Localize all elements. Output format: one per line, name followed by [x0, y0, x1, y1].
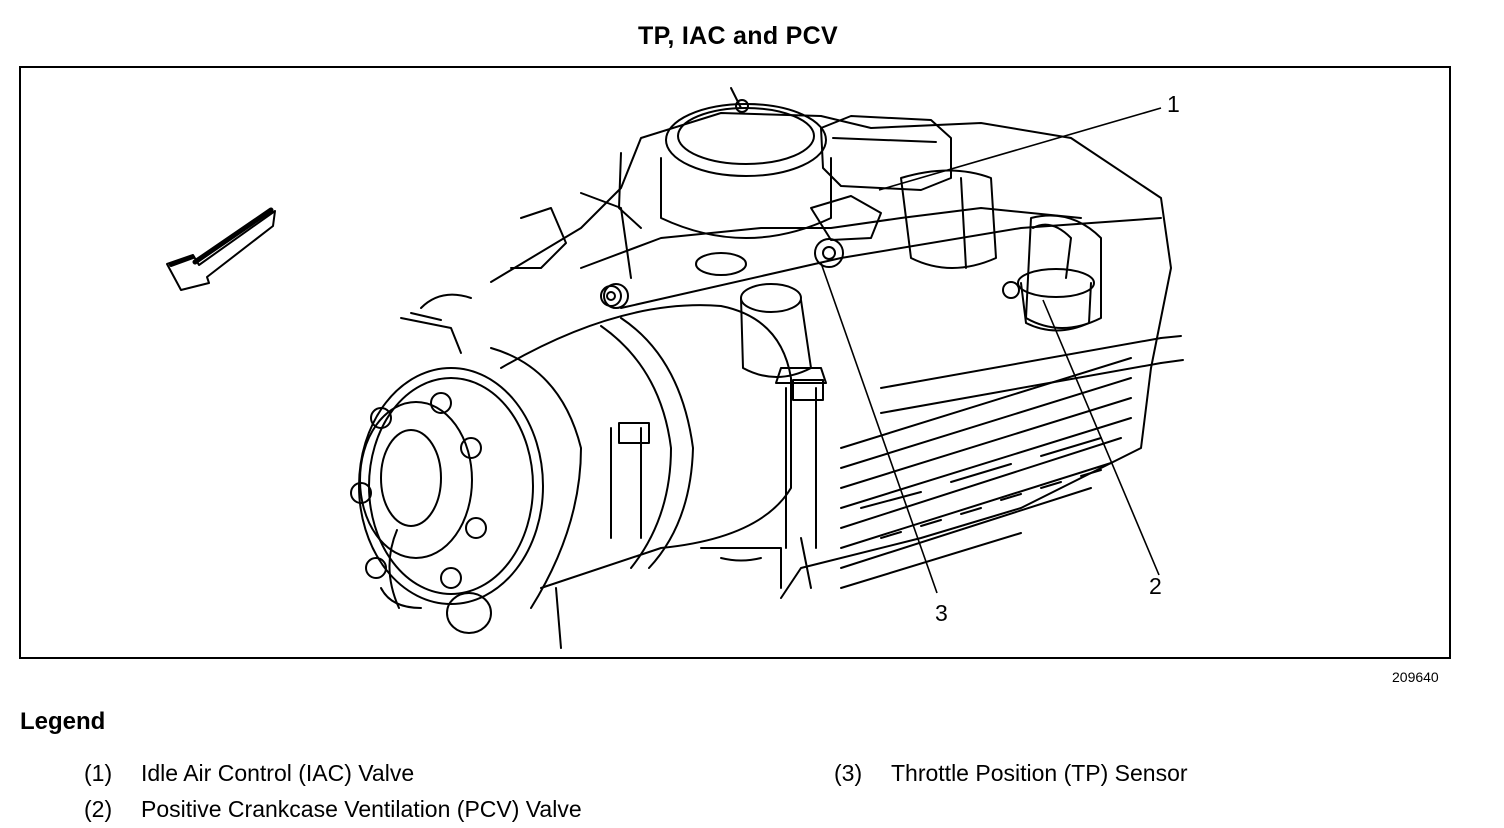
legend-title: Legend — [20, 708, 106, 735]
throttle-body — [618, 103, 832, 239]
engine-illustration-frame: 1 2 3 — [19, 66, 1451, 659]
legend-item: (3) Throttle Position (TP) Sensor — [834, 760, 1188, 787]
diagram-title: TP, IAC and PCV — [638, 22, 838, 50]
legend-item-number: (3) — [834, 760, 863, 786]
iac-valve — [810, 115, 952, 268]
legend-item-label: Idle Air Control (IAC) Valve — [141, 760, 415, 786]
figure-number: 209640 — [1392, 669, 1439, 685]
callout-3: 3 — [935, 600, 948, 626]
legend-item-label: Positive Crankcase Ventilation (PCV) Val… — [141, 796, 582, 822]
legend-item: (1) Idle Air Control (IAC) Valve — [84, 760, 414, 787]
legend-item-number: (2) — [84, 796, 113, 822]
pcv-valve — [1002, 223, 1095, 332]
legend-item-label: Throttle Position (TP) Sensor — [891, 760, 1188, 786]
callout-leader-lines — [820, 107, 1162, 594]
mounting-bolts — [603, 283, 827, 549]
direction-arrow-icon — [166, 207, 276, 291]
callout-2: 2 — [1149, 573, 1162, 599]
callout-1: 1 — [1167, 91, 1180, 117]
engine-illustration: 1 2 3 — [166, 87, 1184, 649]
legend-item: (2) Positive Crankcase Ventilation (PCV) … — [84, 796, 582, 823]
legend-item-number: (1) — [84, 760, 113, 786]
ac-compressor — [350, 304, 792, 634]
engine-side-grille — [840, 357, 1132, 589]
